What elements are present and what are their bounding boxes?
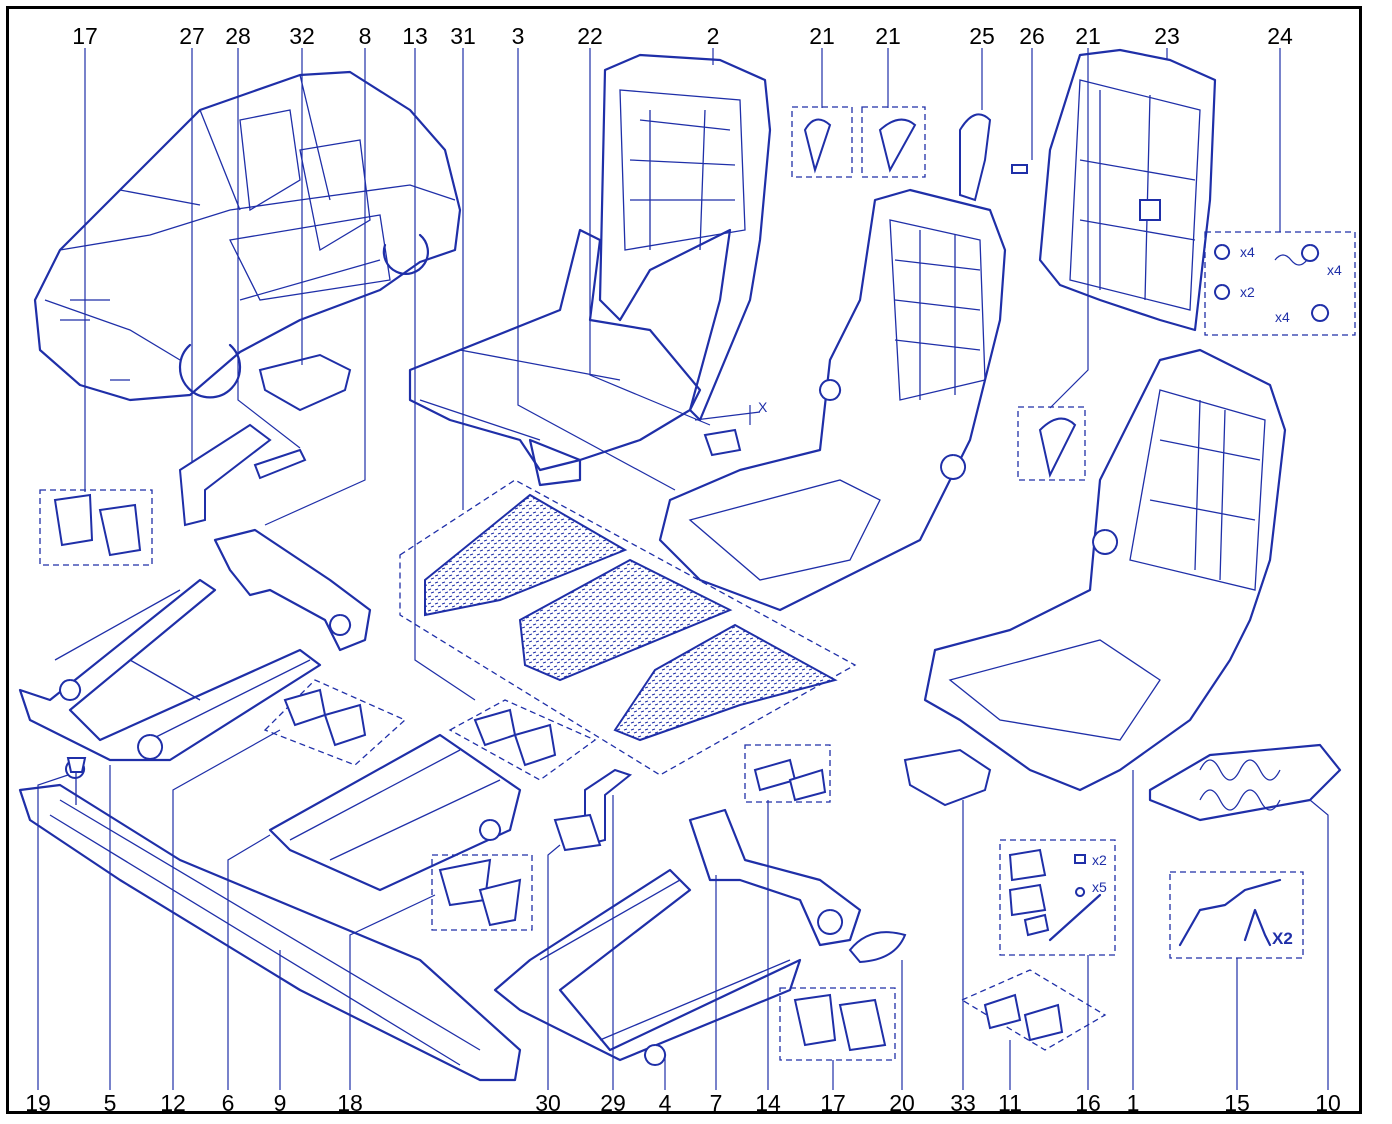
qty-x2-c: X2 xyxy=(1272,929,1293,948)
leader-lines xyxy=(37,48,1329,1090)
covers-17-bottom xyxy=(779,987,896,1061)
callout-24: 24 xyxy=(1267,23,1293,49)
callout-20: 20 xyxy=(889,1090,915,1116)
kit-16 xyxy=(999,839,1116,956)
seat-mechanism-8 xyxy=(213,528,372,652)
callout-21-a: 21 xyxy=(809,23,835,49)
seat-rail-4 xyxy=(493,868,802,1066)
callout-13: 13 xyxy=(402,23,428,49)
callout-21-b: 21 xyxy=(875,23,901,49)
brackets-14 xyxy=(744,744,831,803)
qty-x2-b: x2 xyxy=(1092,852,1107,868)
callout-11: 11 xyxy=(998,1090,1022,1116)
brackets-12 xyxy=(263,679,407,766)
screw-26 xyxy=(1011,164,1028,174)
qty-x5: x5 xyxy=(1092,879,1107,895)
callout-14: 14 xyxy=(755,1090,781,1116)
seat-frame-1 xyxy=(923,348,1287,792)
callout-27: 27 xyxy=(179,23,205,49)
seat-back-panel-23 xyxy=(1038,48,1217,332)
callout-2: 2 xyxy=(706,23,720,49)
brackets-11 xyxy=(960,969,1107,1051)
bracket-32 xyxy=(258,353,352,412)
covers-17-top xyxy=(39,489,153,566)
seat-frame-2 xyxy=(408,53,772,487)
callout-22: 22 xyxy=(577,23,603,49)
callout-31: 31 xyxy=(450,23,476,49)
callout-9: 9 xyxy=(273,1090,287,1116)
callout-7: 7 xyxy=(709,1090,723,1116)
seat-rail-assembly-5 xyxy=(18,578,322,762)
seat-mesh-panels-31 xyxy=(399,479,857,776)
fastener-kit-24 xyxy=(1204,231,1356,336)
hook-25 xyxy=(959,113,992,202)
callout-32: 32 xyxy=(289,23,315,49)
bracket-29-30 xyxy=(553,768,633,852)
nut-22 xyxy=(703,428,742,457)
callout-10: 10 xyxy=(1315,1090,1341,1116)
brackets-13 xyxy=(448,699,597,781)
bracket-33 xyxy=(903,748,992,807)
cover-18 xyxy=(431,854,533,931)
callout-30: 30 xyxy=(535,1090,561,1116)
callout-28: 28 xyxy=(225,23,251,49)
recliner-mechanism-7 xyxy=(688,808,862,947)
callout-25: 25 xyxy=(969,23,995,49)
callout-8: 8 xyxy=(358,23,372,49)
callout-26: 26 xyxy=(1019,23,1045,49)
seat-rail-6 xyxy=(268,733,522,892)
callout-17-bottom: 17 xyxy=(820,1090,846,1116)
callout-1: 1 xyxy=(1126,1090,1140,1116)
rivet-28 xyxy=(253,448,307,480)
qty-x4-a: x4 xyxy=(1240,244,1255,260)
spring-mat-10 xyxy=(1148,743,1342,822)
trim-27 xyxy=(178,423,272,527)
axis-marker-x: X xyxy=(758,399,768,415)
callout-18: 18 xyxy=(337,1090,363,1116)
floor-rail-9 xyxy=(18,759,522,1082)
callout-12: 12 xyxy=(160,1090,186,1116)
callout-16: 16 xyxy=(1075,1090,1101,1116)
rod-kit-15 xyxy=(1169,871,1304,959)
seat-frame-3 xyxy=(658,188,1007,612)
qty-x4-c: x4 xyxy=(1275,309,1290,325)
qty-x4-b: x4 xyxy=(1327,262,1342,278)
callout-17-top: 17 xyxy=(72,23,98,49)
qty-x2-a: x2 xyxy=(1240,284,1255,300)
bolt-19 xyxy=(66,757,87,805)
callout-21-c: 21 xyxy=(1075,23,1101,49)
callout-15: 15 xyxy=(1224,1090,1250,1116)
callout-19: 19 xyxy=(25,1090,51,1116)
callout-29: 29 xyxy=(600,1090,626,1116)
callout-3: 3 xyxy=(511,23,525,49)
vehicle-illustration xyxy=(33,70,462,402)
callout-4: 4 xyxy=(658,1090,672,1116)
callout-23: 23 xyxy=(1154,23,1180,49)
callout-33: 33 xyxy=(950,1090,976,1116)
clips-21 xyxy=(791,106,1086,481)
handle-20 xyxy=(848,931,907,964)
callout-6: 6 xyxy=(221,1090,235,1116)
callout-5: 5 xyxy=(103,1090,117,1116)
